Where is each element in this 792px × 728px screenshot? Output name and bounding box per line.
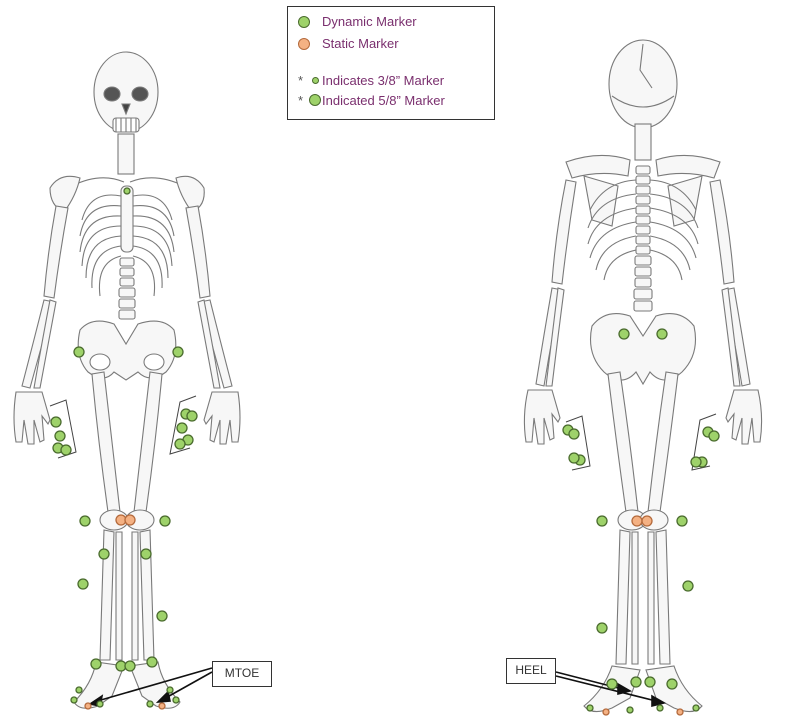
dynamic-marker (99, 549, 109, 559)
legend-star-2: * (298, 93, 303, 108)
dynamic-marker (124, 188, 130, 194)
dynamic-marker (709, 431, 719, 441)
dynamic-marker (78, 579, 88, 589)
dynamic-marker (147, 701, 153, 707)
dynamic-marker (683, 581, 693, 591)
dynamic-marker (587, 705, 593, 711)
dynamic-marker (125, 661, 135, 671)
heel-callout: HEEL (506, 658, 556, 684)
legend-static-label: Static Marker (322, 36, 399, 52)
dynamic-marker (569, 429, 579, 439)
dynamic-marker (657, 329, 667, 339)
dynamic-marker (76, 687, 82, 693)
dynamic-marker (619, 329, 629, 339)
dynamic-marker (693, 705, 699, 711)
dynamic-marker (167, 687, 173, 693)
legend-large-label: Indicated 5/8” Marker (322, 93, 445, 109)
dynamic-marker (645, 677, 655, 687)
dynamic-marker (61, 445, 71, 455)
dynamic-marker (71, 697, 77, 703)
legend-dynamic-label: Dynamic Marker (322, 14, 417, 30)
static-marker (603, 709, 609, 715)
dynamic-marker (141, 549, 151, 559)
dynamic-marker (173, 697, 179, 703)
static-marker (85, 703, 91, 709)
static-marker-swatch (298, 38, 310, 50)
dynamic-marker (607, 679, 617, 689)
dynamic-marker (160, 516, 170, 526)
dynamic-marker (173, 347, 183, 357)
mtoe-callout: MTOE (212, 661, 272, 687)
dynamic-marker (157, 611, 167, 621)
dynamic-marker (569, 453, 579, 463)
front-skeleton (14, 52, 240, 708)
large-marker-swatch (309, 94, 321, 106)
dynamic-marker (657, 705, 663, 711)
dynamic-marker (627, 707, 633, 713)
legend-small-label: Indicates 3/8” Marker (322, 73, 444, 89)
static-marker (159, 703, 165, 709)
small-marker-swatch (312, 77, 319, 84)
dynamic-marker (597, 516, 607, 526)
dynamic-marker (691, 457, 701, 467)
dynamic-marker (631, 677, 641, 687)
legend-star-1: * (298, 73, 303, 88)
dynamic-marker (677, 516, 687, 526)
static-marker (677, 709, 683, 715)
legend: Dynamic Marker Static Marker * Indicates… (287, 6, 495, 120)
dynamic-marker (177, 423, 187, 433)
dynamic-marker (187, 411, 197, 421)
dynamic-marker-swatch (298, 16, 310, 28)
dynamic-marker (667, 679, 677, 689)
dynamic-marker (175, 439, 185, 449)
static-marker (642, 516, 652, 526)
dynamic-marker (51, 417, 61, 427)
dynamic-marker (91, 659, 101, 669)
static-marker (125, 515, 135, 525)
dynamic-marker (80, 516, 90, 526)
dynamic-marker (97, 701, 103, 707)
static-marker (632, 516, 642, 526)
back-skeleton (524, 40, 761, 712)
dynamic-marker (597, 623, 607, 633)
dynamic-marker (147, 657, 157, 667)
dynamic-marker (55, 431, 65, 441)
dynamic-marker (74, 347, 84, 357)
